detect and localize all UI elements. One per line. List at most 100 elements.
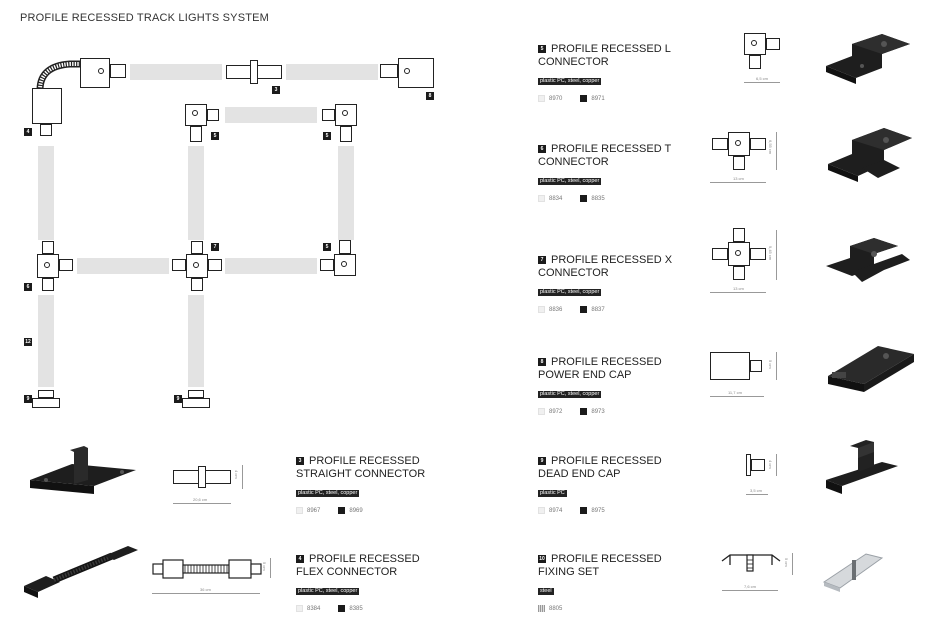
dimension-width: 20,6 cm — [193, 497, 208, 502]
dimension-line — [776, 230, 777, 280]
layout-badge: 6 — [24, 283, 32, 291]
connector-stub — [40, 124, 52, 136]
dimension-height: 9,45 cm — [768, 246, 773, 261]
power-end-cap-node — [32, 88, 62, 124]
white-swatch — [538, 95, 545, 102]
black-swatch — [338, 507, 346, 514]
black-swatch — [580, 195, 588, 202]
product-code: 8969 — [349, 507, 363, 514]
track-segment — [188, 295, 204, 387]
dead-end-cap-base — [182, 398, 210, 408]
black-swatch — [580, 408, 588, 415]
connector-stub — [208, 259, 222, 271]
connector-stub — [190, 126, 202, 142]
dimension-line — [722, 590, 778, 591]
product-code: 8975 — [591, 507, 605, 514]
connector-stub — [380, 64, 398, 78]
black-swatch — [580, 306, 588, 313]
material-label: plastic PC — [538, 490, 567, 497]
connector-stub — [322, 109, 335, 121]
product-title-2: POWER END CAP — [538, 369, 632, 381]
screw-icon — [44, 262, 50, 268]
product-code: 8385 — [349, 605, 363, 612]
connector-stub — [110, 64, 126, 78]
dimension-line — [776, 352, 777, 380]
page-title: PROFILE RECESSED TRACK LIGHTS SYSTEM — [20, 12, 270, 24]
product-title-2: CONNECTOR — [538, 156, 609, 168]
layout-badge: 5 — [211, 132, 219, 140]
track-segment — [77, 258, 169, 274]
product-title: PROFILE RECESSED — [551, 356, 662, 368]
track-segment — [225, 107, 317, 123]
product-code: 8972 — [549, 408, 563, 415]
l-connector-photo — [826, 34, 910, 84]
dimension-line — [776, 132, 777, 170]
screw-icon — [192, 110, 198, 116]
dead-end-cap-node — [188, 390, 204, 398]
connector-stub — [191, 278, 203, 291]
product-code: 8973 — [591, 408, 605, 415]
layout-badge: 9 — [174, 395, 182, 403]
connector-stub — [339, 240, 351, 254]
product-title: PROFILE RECESSED L — [551, 43, 671, 55]
product-code: 8970 — [549, 95, 563, 102]
power-end-cap-node — [80, 58, 110, 88]
connector-stub — [320, 259, 334, 271]
product-code: 8834 — [549, 195, 563, 202]
material-label: plastic PC, steel, copper — [296, 490, 360, 497]
product-code: 8805 — [549, 605, 563, 612]
flex-connector-drawing — [36, 60, 100, 91]
black-swatch — [338, 605, 346, 612]
product-title: PROFILE RECESSED X — [551, 254, 673, 266]
track-segment — [130, 64, 222, 80]
layout-badge: 9 — [24, 395, 32, 403]
dimension-width: 13 cm — [733, 176, 744, 181]
fixing-set-photo — [822, 553, 884, 592]
flex-connector-line-drawing — [152, 559, 262, 579]
product-code: 8835 — [591, 195, 605, 202]
product-number: 9 — [538, 457, 546, 466]
dead-end-cap-base — [32, 398, 60, 408]
track-segment — [286, 64, 378, 80]
x-connector-photo — [826, 238, 910, 282]
material-label: plastic PC, steel, copper — [538, 178, 602, 185]
dimension-line — [776, 454, 777, 476]
connector-stub — [191, 241, 203, 254]
product-number: 4 — [296, 555, 304, 564]
product-title-2: DEAD END CAP — [538, 468, 621, 480]
product-title: PROFILE RECESSED — [551, 553, 662, 565]
track-segment — [338, 146, 354, 240]
track-segment — [38, 295, 54, 387]
dimension-width: 7,6 cm — [744, 584, 757, 589]
connector-stub — [207, 109, 219, 121]
screw-icon — [98, 68, 104, 74]
dimension-width: 13 cm — [733, 286, 744, 291]
product-title: PROFILE RECESSED — [309, 455, 420, 467]
product-number: 3 — [296, 457, 304, 466]
screw-icon — [341, 261, 347, 267]
dimension-line — [242, 465, 243, 489]
white-swatch — [296, 507, 303, 514]
connector-stub — [172, 259, 186, 271]
dimension-line — [710, 182, 766, 183]
dimension-height: 4 cm — [768, 460, 773, 469]
product-code: 8384 — [307, 605, 321, 612]
screw-icon — [193, 262, 199, 268]
product-title-2: FLEX CONNECTOR — [296, 566, 398, 578]
product-number: 6 — [538, 145, 546, 154]
material-label: steel — [538, 588, 554, 595]
product-code: 8837 — [591, 306, 605, 313]
black-swatch — [580, 95, 588, 102]
dimension-line — [173, 503, 231, 504]
white-swatch — [538, 408, 545, 415]
dimension-height: 5 cm — [262, 562, 267, 571]
layout-badge: 12 — [24, 338, 32, 346]
screw-icon — [342, 110, 348, 116]
power-end-cap-photo — [828, 346, 914, 392]
dimension-width: 36 cm — [200, 587, 211, 592]
product-code: 8836 — [549, 306, 563, 313]
